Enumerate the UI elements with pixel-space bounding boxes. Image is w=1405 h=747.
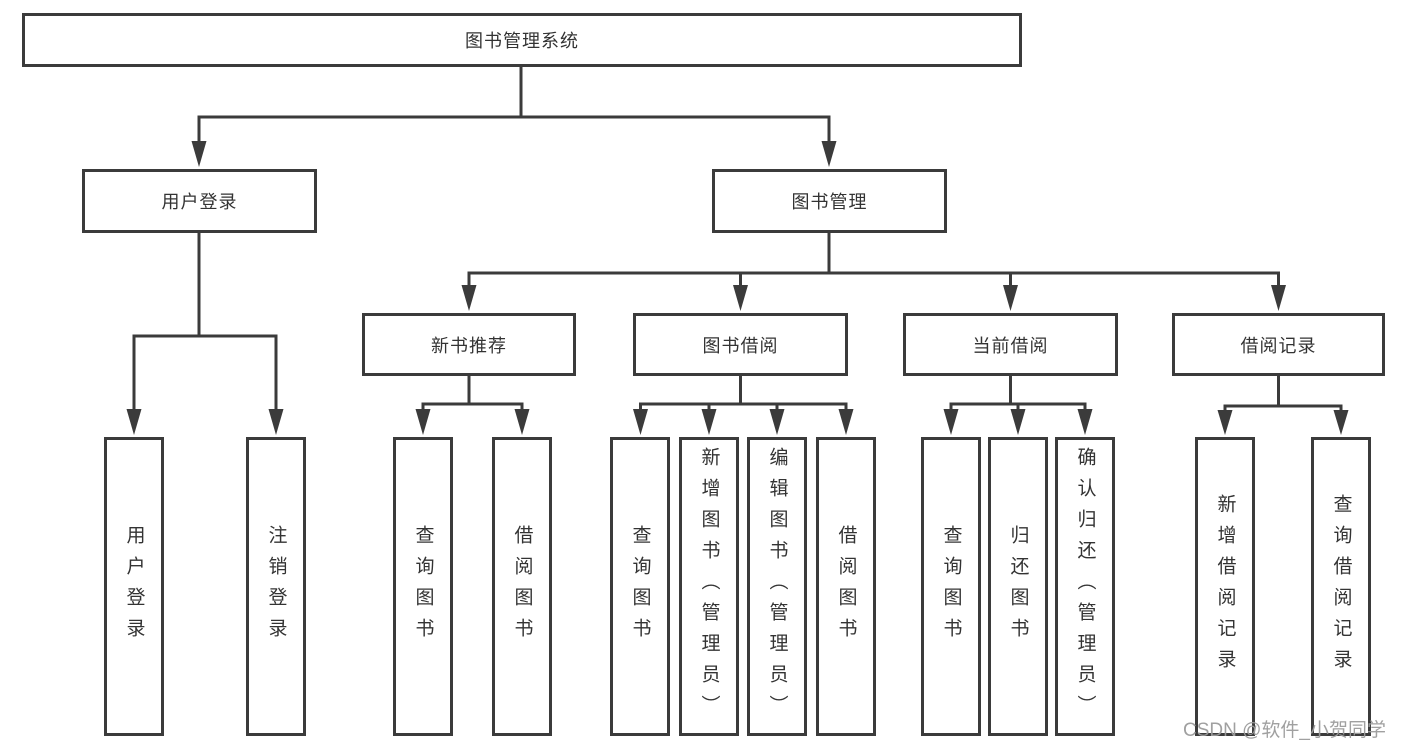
node-label: 新增借阅记录 (1214, 493, 1236, 680)
arrowhead (1217, 410, 1233, 435)
node-label: 用户登录 (161, 192, 238, 212)
arrowhead (1271, 285, 1286, 311)
node-label: 查询图书 (629, 524, 651, 649)
node-add-borrow-record: 新增借阅记录 (1195, 437, 1255, 736)
arrowhead (1077, 409, 1093, 435)
node-label: 查询图书 (412, 524, 434, 649)
node-label: 注销登录 (265, 524, 287, 649)
node-new-book-recommend: 新书推荐 (362, 313, 576, 376)
node-query-books-recommend: 查询图书 (393, 437, 453, 736)
node-label: 图书借阅 (702, 335, 779, 356)
arrowhead (514, 409, 530, 435)
node-label: 查询借阅记录 (1330, 493, 1352, 680)
node-label: 新书推荐 (431, 335, 507, 356)
node-label: 用户登录 (123, 524, 145, 649)
arrowhead (268, 409, 284, 435)
node-borrowing-records: 借阅记录 (1172, 313, 1385, 376)
node-borrow-books-recommend: 借阅图书 (492, 437, 552, 736)
node-logout: 注销登录 (246, 437, 306, 736)
node-edit-book-admin: 编辑图书（管理员） (747, 437, 807, 736)
node-label: 当前借阅 (972, 335, 1049, 356)
node-label: 借阅图书 (511, 524, 533, 649)
node-query-books-current: 查询图书 (921, 437, 981, 736)
arrowhead (821, 141, 837, 167)
node-borrow-books-borrowing: 借阅图书 (816, 437, 876, 736)
node-label: 借阅图书 (835, 524, 857, 649)
arrowhead (633, 409, 648, 435)
node-label: 图书管理 (791, 192, 868, 212)
node-label: 归还图书 (1007, 524, 1029, 649)
node-user-login-group: 用户登录 (82, 169, 317, 233)
node-add-book-admin: 新增图书（管理员） (679, 437, 739, 736)
arrowhead (701, 409, 717, 435)
arrowhead (838, 409, 854, 435)
node-label: 新增图书（管理员） (698, 447, 720, 726)
node-label: 查询图书 (940, 524, 962, 649)
node-user-login: 用户登录 (104, 437, 164, 736)
node-label: 借阅记录 (1240, 335, 1317, 356)
arrowhead (733, 285, 748, 311)
node-book-management: 图书管理 (712, 169, 947, 233)
node-return-book: 归还图书 (988, 437, 1048, 736)
node-library-management-system: 图书管理系统 (22, 13, 1022, 67)
node-query-borrow-record: 查询借阅记录 (1311, 437, 1371, 736)
arrowhead (191, 141, 207, 167)
arrowhead (1333, 410, 1349, 435)
arrowhead (415, 409, 431, 435)
node-current-borrowing: 当前借阅 (903, 313, 1118, 376)
arrowhead (1003, 285, 1018, 311)
arrowhead (769, 409, 785, 435)
arrowhead (1010, 409, 1026, 435)
arrowhead (126, 409, 142, 435)
arrowhead (461, 285, 477, 311)
node-label: 确认归还（管理员） (1074, 447, 1096, 726)
csdn-watermark: CSDN @软件_小贺同学 (1183, 720, 1386, 741)
arrowhead (943, 409, 959, 435)
node-label: 编辑图书（管理员） (766, 447, 788, 726)
node-query-books-borrowing: 查询图书 (610, 437, 670, 736)
node-confirm-return-admin: 确认归还（管理员） (1055, 437, 1115, 736)
node-book-borrowing: 图书借阅 (633, 313, 848, 376)
node-label: 图书管理系统 (465, 31, 579, 51)
